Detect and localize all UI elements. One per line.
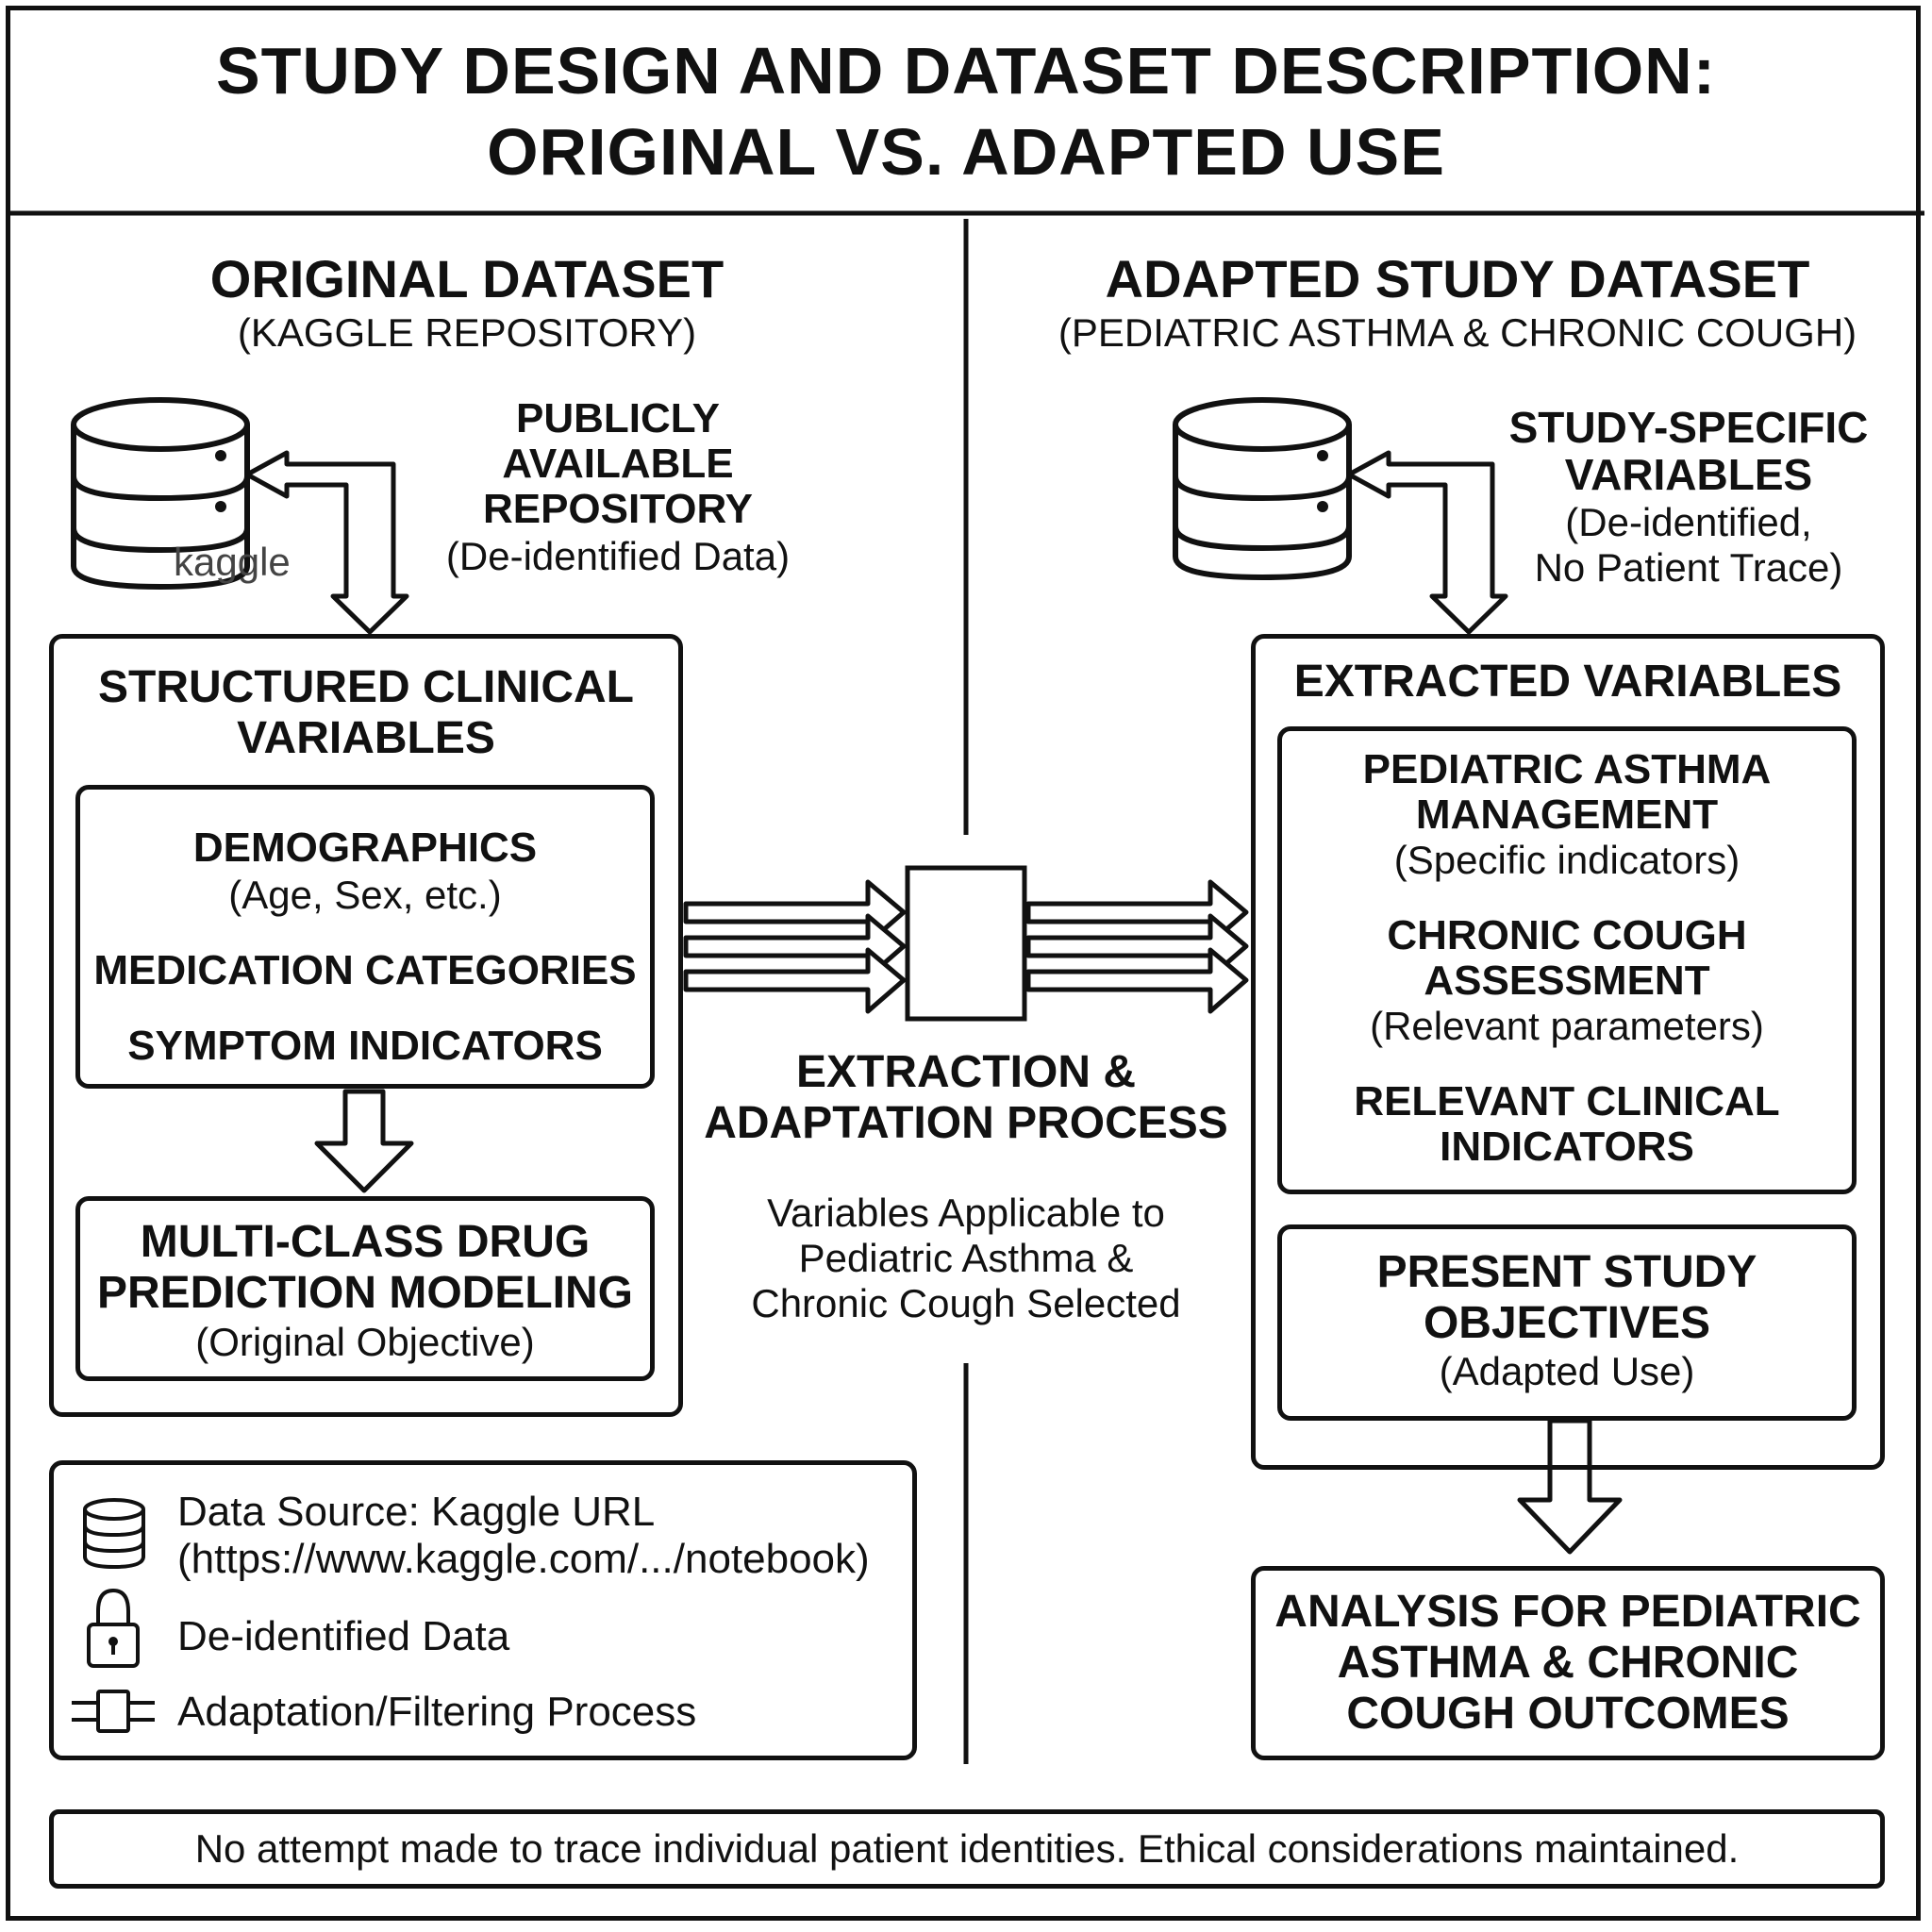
modeling-line-1: MULTI-CLASS DRUG	[140, 1217, 591, 1267]
modeling-box	[75, 1196, 655, 1381]
medication-label: MEDICATION CATEGORIES	[93, 947, 637, 993]
outer-frame	[6, 6, 1921, 1921]
study-vars-line-2: VARIABLES	[1564, 450, 1813, 499]
repo-label-line-3: REPOSITORY	[482, 486, 754, 532]
title-line-2: ORIGINAL VS. ADAPTED USE	[487, 115, 1445, 189]
legend-source-line-2: (https://www.kaggle.com/.../notebook)	[177, 1536, 870, 1582]
symptom-label: SYMPTOM INDICATORS	[127, 1023, 603, 1069]
demographics-note: (Age, Sex, etc.)	[228, 873, 502, 917]
title-line-1: STUDY DESIGN AND DATASET DESCRIPTION:	[215, 34, 1717, 108]
modeling-label: MULTI-CLASS DRUG PREDICTION MODELING	[75, 1217, 655, 1319]
study-vars-note-line-2: No Patient Trace)	[1534, 545, 1843, 590]
process-label-line-1: EXTRACTION &	[796, 1047, 1136, 1097]
main-title: STUDY DESIGN AND DATASET DESCRIPTION: OR…	[0, 30, 1932, 192]
study-vars-note: (De-identified, No Patient Trace)	[1472, 500, 1906, 591]
cough-line-1: CHRONIC COUGH	[1387, 912, 1747, 958]
study-vars-note-line-1: (De-identified,	[1565, 500, 1812, 544]
analysis-box	[1251, 1566, 1885, 1760]
process-note-line-1: Variables Applicable to	[767, 1191, 1165, 1235]
cough-label: CHRONIC COUGH ASSESSMENT	[1277, 913, 1857, 1004]
adapted-subheading: (PEDIATRIC ASTHMA & CHRONIC COUGH)	[1058, 310, 1857, 355]
footer-text: No attempt made to trace individual pati…	[194, 1826, 1740, 1871]
process-note-line-3: Chronic Cough Selected	[751, 1281, 1181, 1325]
clinical-label: RELEVANT CLINICAL INDICATORS	[1277, 1079, 1857, 1170]
structured-title-line-1: STRUCTURED CLINICAL	[98, 662, 634, 712]
modeling-line-2: PREDICTION MODELING	[96, 1268, 633, 1318]
repo-note: (De-identified Data)	[445, 534, 791, 578]
structured-title: STRUCTURED CLINICAL VARIABLES	[49, 662, 683, 764]
objectives-line-2: OBJECTIVES	[1423, 1298, 1711, 1348]
objectives-label: PRESENT STUDY OBJECTIVES	[1277, 1247, 1857, 1349]
demographics-label: DEMOGRAPHICS	[192, 824, 538, 871]
cough-note: (Relevant parameters)	[1370, 1004, 1764, 1048]
objectives-line-1: PRESENT STUDY	[1376, 1247, 1757, 1297]
objectives-box	[1277, 1224, 1857, 1421]
extracted-title: EXTRACTED VARIABLES	[1293, 657, 1842, 707]
legend-source-line-1: Data Source: Kaggle URL	[177, 1489, 656, 1535]
asthma-line-1: PEDIATRIC ASTHMA	[1362, 746, 1772, 792]
kaggle-logo: kaggle	[174, 540, 291, 584]
process-note: Variables Applicable to Pediatric Asthma…	[698, 1191, 1234, 1326]
study-vars-label: STUDY-SPECIFIC VARIABLES	[1472, 404, 1906, 498]
asthma-label: PEDIATRIC ASTHMA MANAGEMENT	[1277, 747, 1857, 838]
structured-variables-box	[49, 634, 683, 1417]
indicators-box	[1277, 726, 1857, 1194]
clinical-line-2: INDICATORS	[1440, 1124, 1694, 1170]
repo-label-line-1: PUBLICLY	[516, 395, 720, 441]
repo-label-line-2: AVAILABLE	[502, 441, 734, 487]
variables-inner-box	[75, 785, 655, 1089]
clinical-line-1: RELEVANT CLINICAL	[1354, 1078, 1780, 1124]
analysis-label: ANALYSIS FOR PEDIATRIC ASTHMA & CHRONIC …	[1251, 1587, 1885, 1740]
structured-title-line-2: VARIABLES	[237, 713, 495, 763]
legend-box	[49, 1460, 917, 1760]
extracted-variables-box	[1251, 634, 1885, 1470]
analysis-line-3: COUGH OUTCOMES	[1346, 1689, 1790, 1739]
objectives-note: (Adapted Use)	[1439, 1349, 1695, 1393]
modeling-note: (Original Objective)	[195, 1320, 535, 1364]
original-heading: ORIGINAL DATASET	[209, 249, 724, 308]
legend-deidentified: De-identified Data	[177, 1613, 510, 1659]
footer-box: No attempt made to trace individual pati…	[49, 1809, 1885, 1889]
legend-process: Adaptation/Filtering Process	[177, 1689, 697, 1735]
adapted-heading: ADAPTED STUDY DATASET	[1105, 249, 1810, 308]
process-note-line-2: Pediatric Asthma &	[798, 1236, 1134, 1280]
process-label-line-2: ADAPTATION PROCESS	[704, 1098, 1228, 1148]
analysis-line-2: ASTHMA & CHRONIC	[1337, 1638, 1799, 1688]
asthma-line-2: MANAGEMENT	[1415, 791, 1719, 838]
repo-label: PUBLICLY AVAILABLE REPOSITORY	[415, 396, 821, 532]
study-vars-line-1: STUDY-SPECIFIC	[1508, 403, 1869, 452]
cough-line-2: ASSESSMENT	[1424, 958, 1710, 1004]
process-label: EXTRACTION & ADAPTATION PROCESS	[698, 1047, 1234, 1149]
asthma-note: (Specific indicators)	[1393, 838, 1740, 882]
analysis-line-1: ANALYSIS FOR PEDIATRIC	[1274, 1587, 1861, 1637]
original-subheading: (KAGGLE REPOSITORY)	[237, 310, 697, 355]
